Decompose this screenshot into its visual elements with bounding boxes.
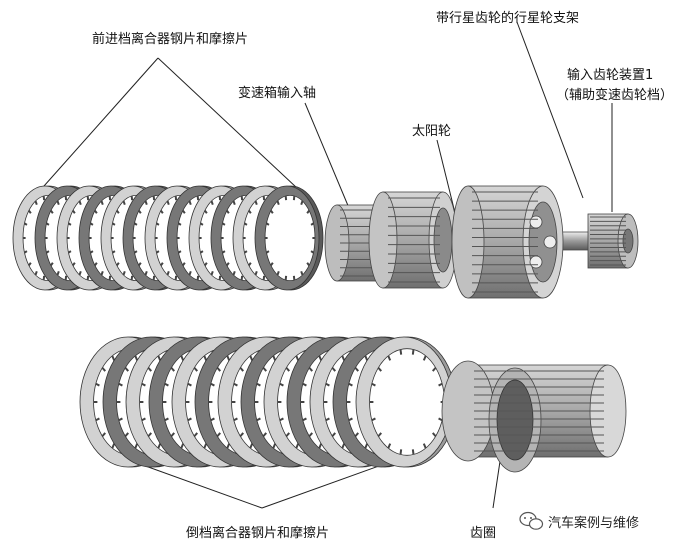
reverse-clutch-plates — [79, 336, 457, 468]
wechat-icon — [519, 511, 544, 530]
reverse-plate — [355, 336, 457, 468]
label-planet-carrier: 带行星齿轮的行星轮支架 — [436, 11, 580, 26]
input-gear — [587, 213, 639, 269]
label-input-gear-line1: 输入齿轮装置1 — [567, 68, 654, 83]
label-forward-clutch: 前进档离合器钢片和摩擦片 — [92, 32, 249, 47]
forward-clutch-plates — [12, 185, 324, 291]
label-sun-gear: 太阳轮 — [412, 124, 452, 139]
forward-plate — [254, 185, 324, 291]
sun-gear-drum — [368, 191, 458, 289]
ring-gear — [441, 360, 627, 473]
watermark-text: 汽车案例与维修 — [548, 516, 640, 531]
label-input-gear-line2: （辅助变速齿轮档） — [556, 88, 674, 103]
label-input-shaft: 变速箱输入轴 — [238, 86, 317, 101]
label-ring-gear: 齿圈 — [470, 526, 497, 541]
label-reverse-clutch: 倒档离合器钢片和摩擦片 — [186, 526, 330, 541]
leader-lines — [35, 21, 613, 509]
planet-carrier — [451, 185, 564, 299]
